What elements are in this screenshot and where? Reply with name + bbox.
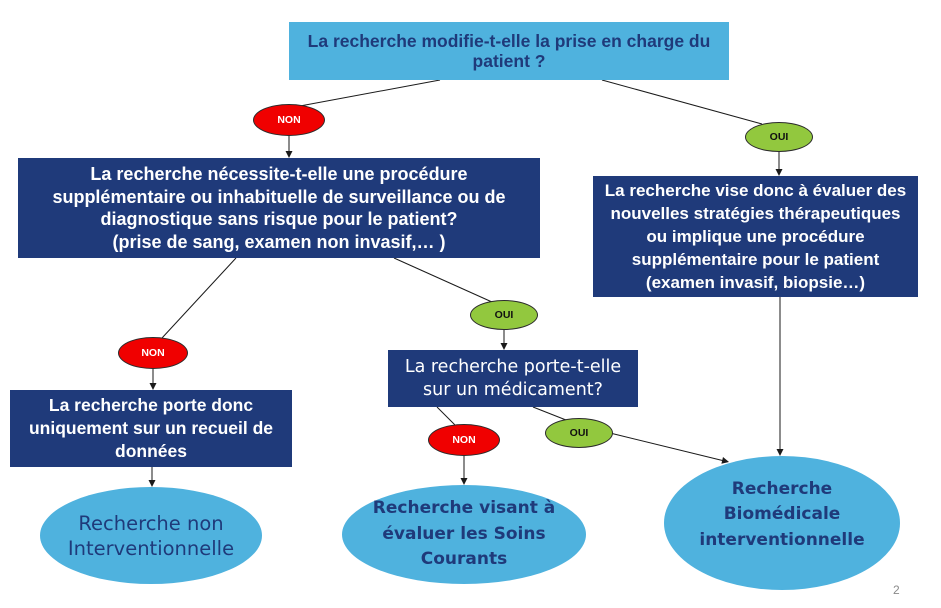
box-text-line: ou implique une procédure xyxy=(646,227,865,246)
branch-label-text: NON xyxy=(277,114,301,126)
branch-label-oui: OUI xyxy=(470,300,538,330)
box-text-line: La recherche modifie-t-elle la prise en … xyxy=(307,31,711,51)
arrowhead xyxy=(721,457,729,464)
connector-medicament-to-oui xyxy=(532,406,567,421)
box-text-line: La recherche vise donc à évaluer des xyxy=(604,181,907,200)
box-text-line: nouvelles stratégies thérapeutiques xyxy=(610,204,901,223)
box-text-line: sur un médicament? xyxy=(423,379,603,400)
arrowhead xyxy=(500,343,508,350)
outcome-text-line: Biomédicale xyxy=(723,504,841,525)
connector-medicament-to-non xyxy=(436,406,457,427)
question-box-medicament: La recherche porte-t-elle sur un médicam… xyxy=(388,350,638,407)
branch-label-non: NON xyxy=(428,424,500,456)
outcome-ellipse-biomedicale-interventionnelle: Recherche Biomédicale interventionnelle xyxy=(664,456,900,590)
arrowhead xyxy=(149,383,157,390)
connector-procedure-to-non xyxy=(161,257,237,339)
arrow-oui-to-biomedicale xyxy=(609,432,729,464)
page-number: 2 xyxy=(893,583,900,597)
box-text-line: supplémentaire pour le patient xyxy=(631,250,880,269)
outcome-ellipse-soins-courants: Recherche visant à évaluer les Soins Cou… xyxy=(342,485,586,584)
box-text-line: données xyxy=(115,441,187,461)
arrowhead xyxy=(285,151,293,158)
arrow-shaft xyxy=(609,432,724,462)
branch-label-text: NON xyxy=(141,347,165,359)
outcome-text-line: Courants xyxy=(420,549,508,570)
connector-prise-en-charge-to-oui xyxy=(601,79,763,125)
box-text-line: La recherche porte donc xyxy=(48,395,254,415)
box-text-line: supplémentaire ou inhabituelle de survei… xyxy=(52,186,506,207)
arrow-conclusion-invasive-to-biomedicale xyxy=(776,297,784,456)
box-text-line: La recherche nécessite-t-elle une procéd… xyxy=(90,164,468,184)
box-text-line: La recherche porte-t-elle xyxy=(404,356,622,377)
outcome-text-line: Recherche non xyxy=(78,511,224,535)
outcome-text-line: Interventionnelle xyxy=(67,536,235,560)
branch-label-non: NON xyxy=(118,337,188,369)
arrow-non-to-procedure-question xyxy=(285,136,293,158)
connector-procedure-to-oui xyxy=(393,257,493,303)
branch-label-text: NON xyxy=(452,434,476,446)
connector-prise-en-charge-to-non xyxy=(299,79,441,107)
box-text-line: diagnostique sans risque pour le patient… xyxy=(100,209,458,229)
question-box-prise-en-charge: La recherche modifie-t-elle la prise en … xyxy=(289,22,729,80)
arrow-non-to-recueil-donnees xyxy=(149,369,157,390)
box-text-line: uniquement sur un recueil de xyxy=(28,418,274,438)
arrowhead xyxy=(776,449,784,456)
branch-label-non: NON xyxy=(253,104,325,136)
outcome-text-line: Recherche xyxy=(731,478,833,499)
box-text-line: patient ? xyxy=(472,51,546,71)
branch-label-oui: OUI xyxy=(745,122,813,152)
outcome-text-line: évaluer les Soins xyxy=(382,523,546,544)
outcome-ellipse-non-interventionnelle: Recherche non Interventionnelle xyxy=(40,487,262,584)
branch-label-text: OUI xyxy=(769,131,789,143)
box-text-line: (examen invasif, biopsie…) xyxy=(645,273,866,292)
branch-label-text: OUI xyxy=(569,427,589,439)
outcome-text-line: interventionnelle xyxy=(699,529,865,550)
outcome-text-line: Recherche visant à xyxy=(372,498,556,519)
arrowhead xyxy=(148,480,156,487)
arrow-non-to-soins-courants xyxy=(460,456,468,485)
arrow-oui-to-conclusion-invasive xyxy=(775,152,783,176)
question-box-procedure-sans-risque: La recherche nécessite-t-elle une procéd… xyxy=(18,158,540,258)
arrow-oui-to-medicament-question xyxy=(500,330,508,350)
arrow-recueil-to-non-interventionnelle xyxy=(148,467,156,487)
arrowhead xyxy=(775,169,783,176)
box-text-line: (prise de sang, examen non invasif,… ) xyxy=(112,231,446,252)
branch-label-text: OUI xyxy=(494,309,514,321)
arrowhead xyxy=(460,478,468,485)
conclusion-box-procedure-invasive: La recherche vise donc à évaluer des nou… xyxy=(593,176,918,297)
branch-label-oui: OUI xyxy=(545,418,613,448)
conclusion-box-recueil-donnees: La recherche porte donc uniquement sur u… xyxy=(10,390,292,467)
